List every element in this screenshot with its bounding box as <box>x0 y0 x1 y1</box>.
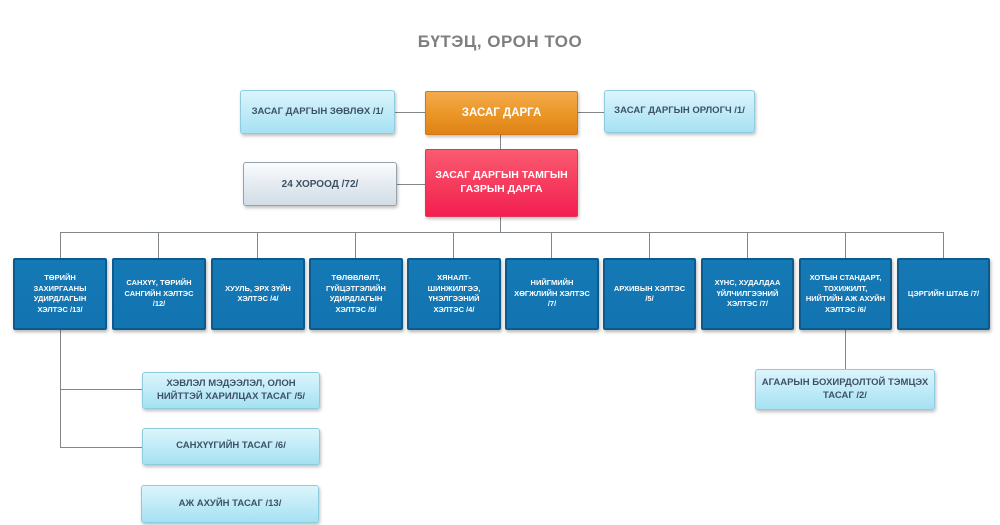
org-node-dept-food-trade: ХҮНС, ХУДАЛДАА ҮЙЛЧИЛГЭЭНИЙ ХЭЛТЭС /7/ <box>701 258 794 330</box>
connector-rail-dept-4 <box>355 232 356 258</box>
connector-rail-dept-3 <box>257 232 258 258</box>
connector-rail-dept-2 <box>158 232 159 258</box>
connector-governor-chief <box>500 135 501 149</box>
connector-rail-dept-9 <box>845 232 846 258</box>
org-node-dept-legal: ХУУЛЬ, ЭРХ ЗҮЙН ХЭЛТЭС /4/ <box>211 258 305 330</box>
connector-rail-dept-10 <box>943 232 944 258</box>
connector-rail-dept-6 <box>551 232 552 258</box>
org-node-sub-finance-unit: САНХҮҮГИЙН ТАСАГ /6/ <box>142 428 320 465</box>
connector-advisor-governor <box>395 112 425 113</box>
org-node-governor-advisor: ЗАСАГ ДАРГЫН ЗӨВЛӨХ /1/ <box>240 90 395 134</box>
page-title: БҮТЭЦ, ОРОН ТОО <box>417 32 583 51</box>
org-node-dept-military-staff: ЦЭРГИЙН ШТАБ /7/ <box>897 258 990 330</box>
org-node-khorood: 24 ХОРООД /72/ <box>243 162 397 206</box>
org-node-dept-archives: АРХИВЫН ХЭЛТЭС /5/ <box>603 258 696 330</box>
connector-rail <box>60 232 944 233</box>
connector-dept9-sub <box>845 330 846 369</box>
org-node-dept-planning: ТӨЛӨВЛӨЛТ, ГҮЙЦЭТГЭЛИЙН УДИРДЛАГЫН ХЭЛТЭ… <box>309 258 403 330</box>
connector-khorood-chief <box>397 184 425 185</box>
org-node-dept-state-administration: ТӨРИЙН ЗАХИРГААНЫ УДИРДЛАГЫН ХЭЛТЭС /13/ <box>13 258 107 330</box>
org-node-dept-monitoring: ХЯНАЛТ-ШИНЖИЛГЭЭ, ҮНЭЛГЭЭНИЙ ХЭЛТЭС /4/ <box>407 258 501 330</box>
connector-sub-left-1 <box>60 389 142 390</box>
org-node-sub-media-relations: ХЭВЛЭЛ МЭДЭЭЛЭЛ, ОЛОН НИЙТТЭЙ ХАРИЛЦАХ Т… <box>142 372 320 409</box>
org-node-dept-finance-treasury: САНХҮҮ, ТӨРИЙН САНГИЙН ХЭЛТЭС /12/ <box>112 258 206 330</box>
org-node-deputy-governor: ЗАСАГ ДАРГЫН ОРЛОГЧ /1/ <box>604 90 755 133</box>
connector-sub-left-2 <box>60 447 142 448</box>
org-node-dept-city-standards: ХОТЫН СТАНДАРТ, ТОХИЖИЛТ, НИЙТИЙН АЖ АХУ… <box>799 258 892 330</box>
org-node-sub-air-pollution-unit: АГААРЫН БОХИРДОЛТОЙ ТЭМЦЭХ ТАСАГ /2/ <box>755 369 935 410</box>
org-node-sub-economy-unit: АЖ АХУЙН ТАСАГ /13/ <box>141 485 319 523</box>
connector-chief-rail <box>500 217 501 233</box>
connector-rail-dept-7 <box>649 232 650 258</box>
connector-governor-deputy <box>578 112 604 113</box>
connector-dept1-subtree <box>60 330 61 447</box>
org-node-dept-social-development: НИЙГМИЙН ХӨГЖЛИЙН ХЭЛТЭС /7/ <box>505 258 599 330</box>
org-node-chief-of-staff: ЗАСАГ ДАРГЫН ТАМГЫН ГАЗРЫН ДАРГА <box>425 149 578 217</box>
connector-rail-dept-8 <box>747 232 748 258</box>
org-node-governor: ЗАСАГ ДАРГА <box>425 91 578 135</box>
connector-rail-dept-1 <box>60 232 61 258</box>
connector-rail-dept-5 <box>453 232 454 258</box>
